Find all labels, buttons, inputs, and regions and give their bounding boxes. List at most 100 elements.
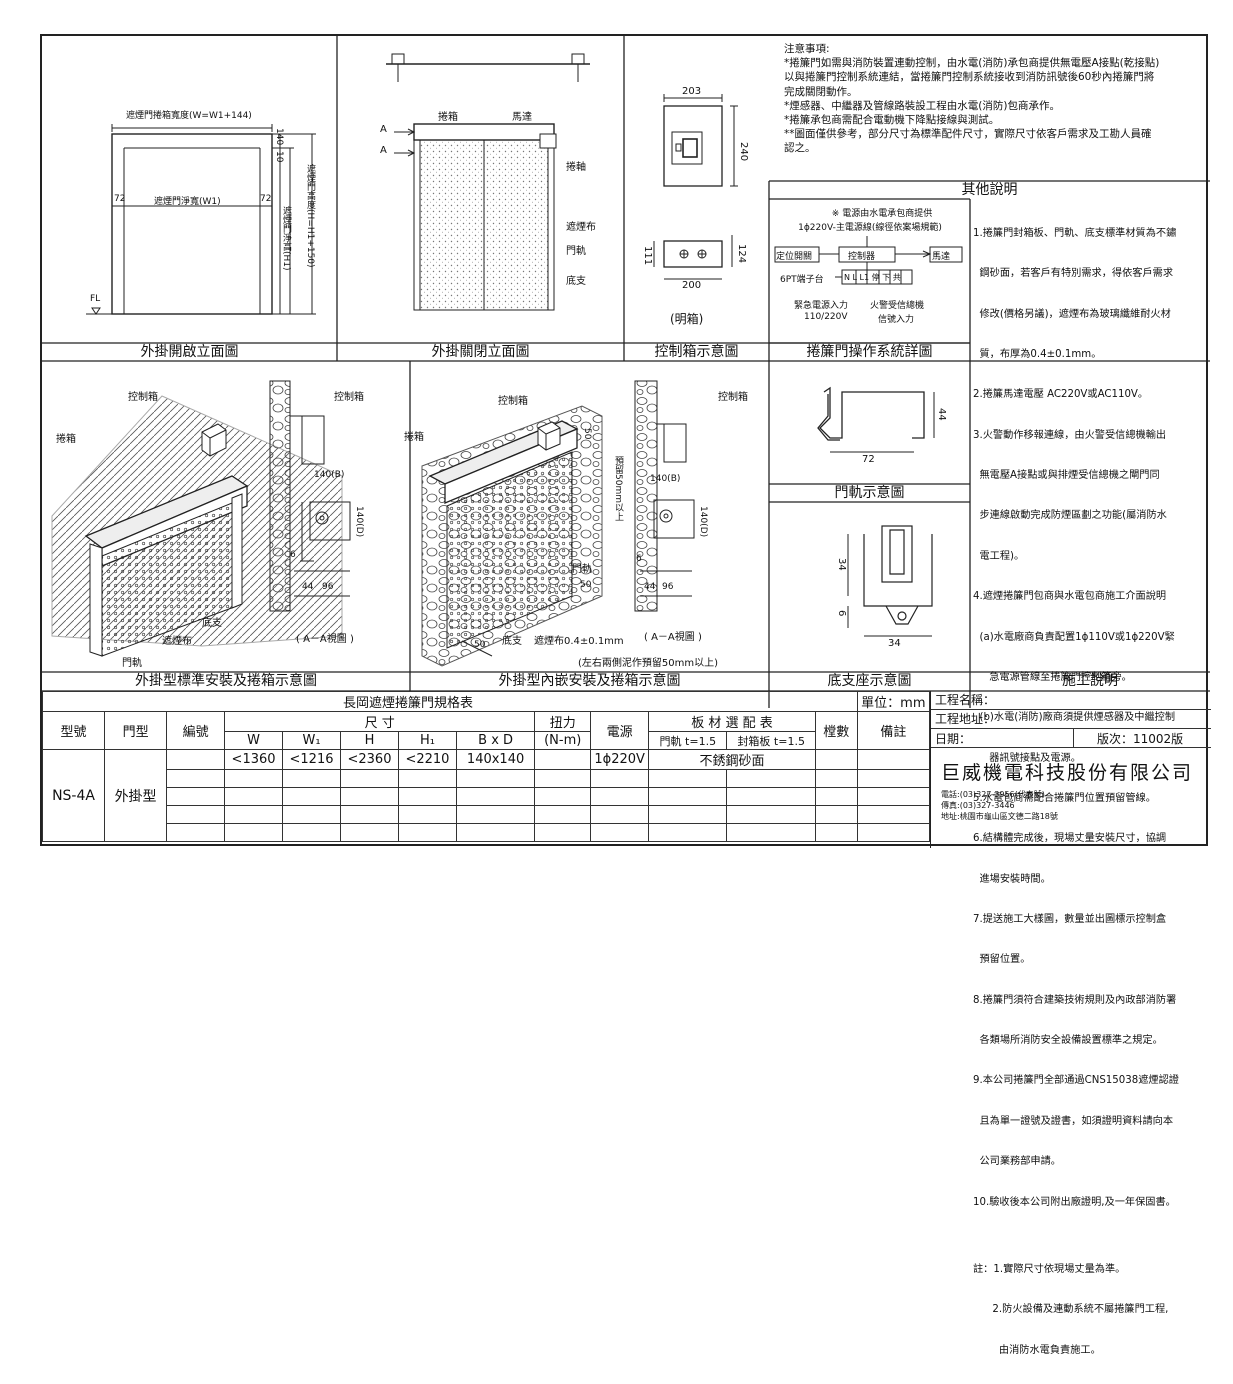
version-label: 版次：11002版: [1097, 732, 1184, 746]
other-line: 電工程)。: [973, 550, 1025, 562]
caption-control-box: 控制箱示意圖: [654, 344, 739, 360]
other-line: 8.捲簾門須符合建築技術規則及內政部消防署: [973, 994, 1177, 1006]
notes-line: 認之。: [784, 142, 816, 155]
label-rec-roll-box: 捲箱: [404, 432, 424, 443]
label-wind-shaft: 捲軸: [566, 162, 586, 173]
label-power-note-2: 1ϕ220V-主電源線(線徑依案場規範): [798, 223, 942, 233]
caption-standard-install: 外掛型標準安裝及捲箱示意圖: [135, 673, 317, 689]
company-name: 巨威機電科技股份有限公司: [941, 762, 1194, 784]
label-dim-203: 203: [682, 86, 702, 97]
label-fire-signal-2: 信號入力: [878, 315, 915, 325]
caption-closed-elevation: 外掛關閉立面圖: [431, 344, 530, 360]
date-version-row: 日期： 版次：11002版: [931, 728, 1211, 748]
label-dim-200: 200: [682, 280, 702, 291]
other-line: 5.水電包商需配合捲簾門位置預留管線。: [973, 792, 1156, 804]
cell-w: <1360: [224, 749, 284, 770]
notes-heading: 注意事項:: [784, 43, 830, 55]
table-row: [43, 769, 931, 788]
label-smoke-cloth: 遮煙布: [566, 222, 596, 233]
notes-line: 完成關閉動作。: [784, 85, 858, 98]
other-line: 6.結構體完成後，現場丈量安裝尺寸，協調: [973, 833, 1167, 845]
col-bxd: B x D: [455, 731, 536, 750]
label-std-dim-6: 6: [290, 550, 296, 560]
date-label: 日期：: [935, 732, 972, 746]
cell-w1: <1216: [282, 749, 341, 770]
cell-h1: <2210: [397, 749, 457, 770]
other-line: (a)水電廠商負責配置1ϕ110V或1ϕ220V緊: [973, 631, 1175, 643]
label-rec-dim-140d: 140(D): [698, 506, 708, 538]
cell-torque: [534, 749, 592, 770]
label-rec-dim-50-side: 50: [580, 580, 592, 590]
label-std-roll-box: 捲箱: [56, 434, 76, 445]
label-position-switch: 定位開關: [776, 252, 813, 262]
project-address: 工程地址：: [931, 710, 1211, 729]
cell-bxd: 140x140: [455, 749, 536, 770]
label-rec-reserve: 預留50mm以上: [613, 456, 623, 521]
label-rec-rail: 門軌: [572, 564, 592, 575]
caption-open-elevation: 外掛開啟立面圖: [140, 344, 239, 360]
label-base-dim-6: 6: [836, 610, 847, 617]
caption-operation-system: 捲簾門操作系統詳圖: [806, 344, 933, 360]
label-total-height: 遮煙門高度(H=H1+150): [305, 164, 315, 268]
other-line: 器訊號接點及電源。: [973, 752, 1081, 764]
header-quantity: 樘數: [814, 711, 858, 750]
col-h1: H₁: [397, 731, 457, 750]
label-std-rail: 門軌: [122, 658, 142, 669]
date-divider: [1073, 728, 1074, 747]
label-dim-240: 240: [738, 142, 749, 162]
label-rec-dim-96: 96: [662, 582, 674, 592]
label-roll-box-width: 遮煙門捲箱寬度(W=W1+144): [126, 111, 252, 121]
label-std-control-box: 控制箱: [128, 392, 158, 403]
project-name: 工程名稱：: [931, 691, 1211, 710]
label-fire-signal: 火警受信總機: [870, 301, 925, 311]
other-line: 無電壓A接點或與排煙受信總機之閘門同: [973, 470, 1160, 482]
col-rail-material: 門軌 t=1.5: [648, 731, 728, 750]
label-opening-width: 遮煙門淨寬(W1): [154, 197, 221, 207]
notes-block: 注意事項: *捲簾門如需與消防裝置連動控制，由水電(消防)承包商提供無電壓A接點…: [784, 42, 1204, 156]
col-cover-material: 封箱板 t=1.5: [726, 731, 816, 750]
label-dim-124: 124: [736, 244, 747, 264]
other-line: 步連線啟動完成防煙區劃之功能(屬消防水: [973, 510, 1167, 522]
label-roll-box: 捲箱: [438, 112, 458, 123]
spec-table: 長岡遮煙捲簾門規格表 單位：mm 型號 門型 編號 尺 寸 扭力 電源 板 材 …: [41, 691, 931, 842]
notes-line: *煙感器、中繼器及管線路裝設工程由水電(消防)包商承作。: [784, 99, 1060, 112]
other-line: 1.捲簾門封箱板、門軌、底支標準材質為不鏽: [973, 227, 1177, 239]
label-std-section-aa: ( A－A視圖 ): [296, 634, 354, 645]
label-dim-72-left: 72: [114, 194, 126, 204]
header-power: 電源: [590, 711, 650, 750]
caption-construction: 施工說明: [1062, 673, 1118, 689]
label-std-base: 底支: [202, 618, 222, 629]
label-rec-dim-44: 44: [644, 582, 656, 592]
label-base-dim-34: 34: [836, 558, 847, 571]
header-size: 尺 寸: [224, 711, 536, 732]
other-line: 3.火警動作移報連線，由火警受信總機輸出: [973, 429, 1167, 441]
label-rec-control-box: 控制箱: [498, 396, 528, 407]
other-line: 10.驗收後本公司附出廠證明,及一年保固書。: [973, 1196, 1176, 1208]
other-notes-title: 其他說明: [961, 182, 1018, 198]
label-rec-cloth-thickness: 遮煙布0.4±0.1mm: [534, 636, 624, 647]
label-emergency-power: 緊急電源入力: [794, 301, 849, 311]
label-ops-motor: 馬達: [932, 252, 951, 262]
drawing-linework: [42, 36, 1210, 708]
other-line: 各類場所消防安全設備設置標準之規定。: [973, 1035, 1163, 1047]
other-line: 2.捲簾馬達電壓 AC220V或AC110V。: [973, 389, 1149, 401]
label-rec-dim-50-bottom: 50: [474, 640, 486, 650]
label-section-a-bottom: A: [380, 145, 387, 156]
label-mortar-note: (左右兩側泥作預留50mm以上): [578, 658, 719, 669]
label-rail-dim-72: 72: [862, 454, 875, 465]
cell-model: NS-4A: [41, 749, 106, 842]
label-std-dim-96: 96: [322, 582, 334, 592]
notes-line: 以與捲簾門控制系統連結，當捲簾門控制系統接收到消防訊號後60秒內捲簾門將: [784, 71, 1155, 84]
label-rec-dim-6: 6: [636, 554, 642, 564]
cell-h: <2360: [340, 749, 399, 770]
other-line: 修改(價格另議)，遮煙布為玻璃纖維耐火材: [973, 308, 1171, 320]
label-dim-72-right: 72: [260, 194, 272, 204]
drawing-sheet: 注意事項: *捲簾門如需與消防裝置連動控制，由水電(消防)承包商提供無電壓A接點…: [40, 34, 1211, 1356]
other-line: (b)水電(消防)廠商須提供煙感器及中繼控制: [973, 712, 1176, 724]
header-material: 板 材 選 配 表: [648, 711, 816, 732]
cell-power: 1ϕ220V: [590, 749, 650, 770]
label-rec-dim-140b: 140(B): [650, 474, 681, 484]
other-line: 註：1.實際尺寸依現場丈量為準。: [973, 1263, 1126, 1275]
label-dim-10: 10: [274, 151, 284, 163]
label-std-section-control-box: 控制箱: [334, 392, 364, 403]
